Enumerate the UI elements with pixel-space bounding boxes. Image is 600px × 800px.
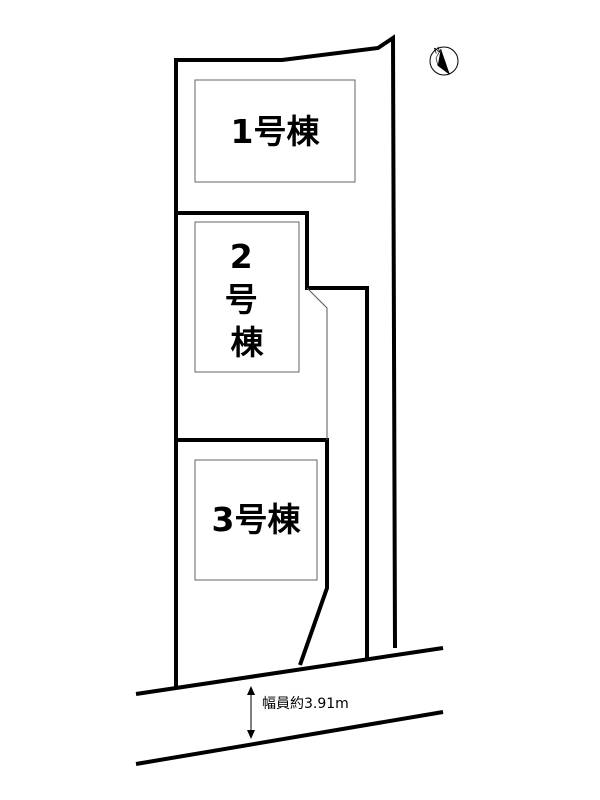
road-edge-upper <box>135 646 444 696</box>
north-label: N <box>433 45 442 56</box>
plot-2-driveway-line <box>306 287 328 440</box>
building-1-label: 1号棟 <box>231 112 321 151</box>
plot-1-boundary <box>174 34 397 649</box>
road-edge-lower <box>135 710 444 766</box>
plot-3-boundary <box>176 438 329 666</box>
building-2-footprint <box>194 221 300 373</box>
building-1-footprint <box>194 79 356 183</box>
plot-2-boundary <box>174 211 369 688</box>
double-arrow-icon <box>247 686 255 739</box>
road-width-label: 幅員約3.91m <box>262 696 349 712</box>
building-2-label: 2 号 棟 <box>225 237 270 362</box>
building-2-label-line: 号 <box>225 280 258 319</box>
building-2-label-line: 棟 <box>231 323 265 362</box>
building-3-footprint <box>194 459 318 581</box>
north-arrow-icon <box>429 46 459 76</box>
building-2-label-line: 2 <box>230 237 253 276</box>
building-3-label: 3号棟 <box>212 500 302 539</box>
